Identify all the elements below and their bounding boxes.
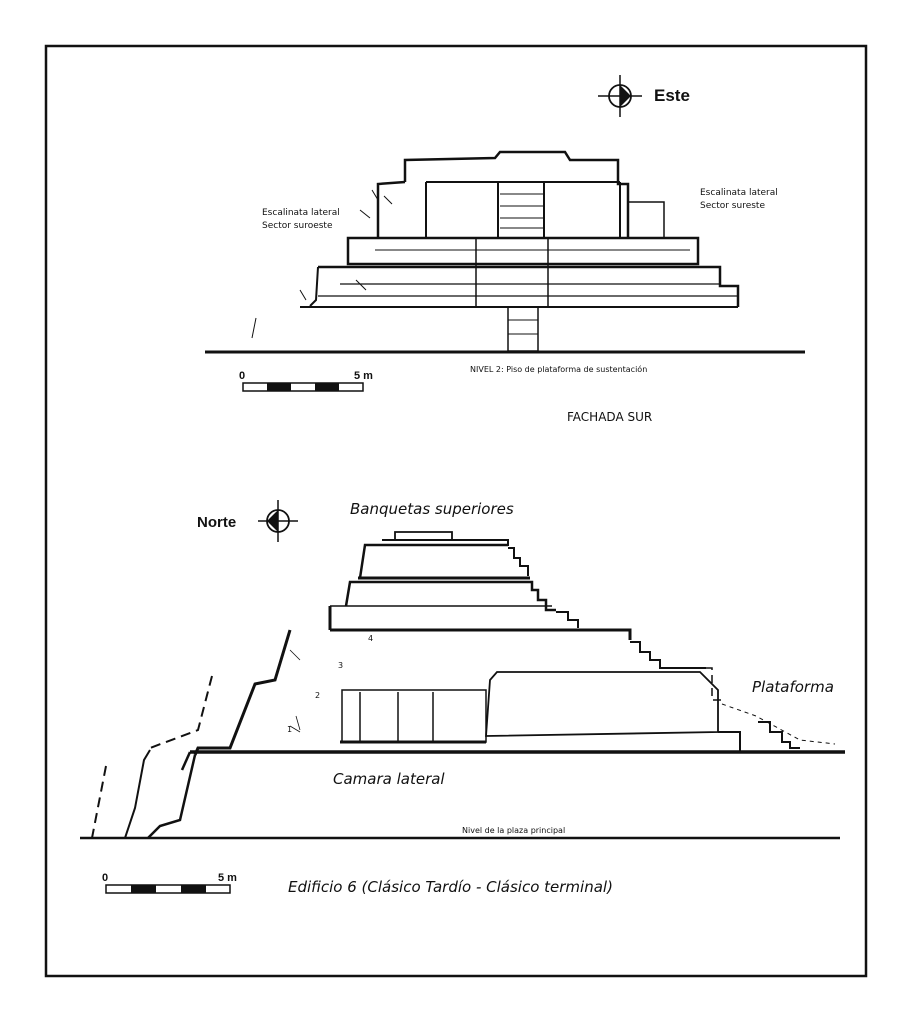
southeast-stair-note-line1: Escalinata lateral — [700, 188, 778, 198]
step-number-3: 3 — [338, 661, 343, 670]
compass-north-icon — [258, 500, 298, 542]
bottom-scale-bar — [105, 884, 231, 894]
southwest-stair-note-line1: Escalinata lateral — [262, 208, 340, 218]
south-facade-building — [205, 150, 805, 354]
southeast-stair-note-line2: Sector sureste — [700, 201, 765, 211]
upper-benches-label: Banquetas superiores — [350, 500, 514, 518]
outer-frame — [44, 44, 868, 978]
building-caption: Edificio 6 (Clásico Tardío - Clásico ter… — [288, 878, 613, 896]
bottom-scale-end: 5 m — [218, 872, 237, 884]
edificio-6-profile — [80, 531, 845, 840]
bottom-scale-start: 0 — [102, 872, 108, 884]
compass-east-label: Este — [654, 86, 690, 105]
compass-east-icon — [598, 75, 642, 117]
step-number-1: 1 — [287, 725, 292, 734]
south-facade-elevation: Este — [205, 75, 805, 424]
plaza-level-label: Nivel de la plaza principal — [462, 826, 565, 835]
step-number-2: 2 — [315, 691, 320, 700]
compass-north-label: Norte — [197, 514, 236, 531]
top-scale-end: 5 m — [354, 370, 373, 382]
top-scale-bar — [242, 382, 364, 392]
facade-title: FACHADA SUR — [567, 410, 652, 424]
north-section-elevation: Norte Banquetas superiores — [80, 500, 845, 896]
level-2-label: NIVEL 2: Piso de plataforma de sustentac… — [470, 364, 647, 374]
southwest-stair-note-line2: Sector suroeste — [262, 221, 333, 231]
step-number-4: 4 — [368, 634, 373, 643]
lateral-chamber-label: Camara lateral — [333, 770, 445, 788]
platform-label: Plataforma — [752, 678, 834, 696]
top-scale-start: 0 — [239, 370, 245, 382]
